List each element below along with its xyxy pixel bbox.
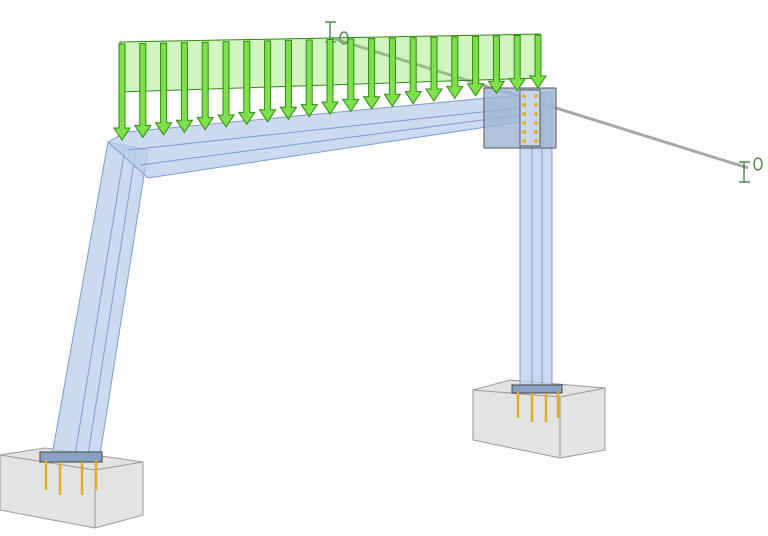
load-arrow [341, 38, 360, 113]
bolt [534, 121, 538, 125]
base-plate-right[interactable] [511, 384, 563, 394]
support-symbol-icon[interactable] [739, 157, 763, 183]
load-arrow [258, 40, 277, 123]
bolt [534, 130, 538, 134]
bolt [534, 139, 538, 143]
bolt [534, 112, 538, 116]
bolt [522, 94, 526, 98]
load-arrow [175, 42, 194, 134]
load-arrow [113, 43, 131, 141]
load-arrow [404, 37, 423, 105]
foundation-right[interactable] [472, 379, 606, 459]
distributed-load[interactable] [113, 33, 547, 141]
load-arrow [529, 34, 547, 89]
bolt-group [522, 94, 538, 143]
bolt [522, 112, 526, 116]
anchor-bolts [44, 392, 560, 495]
load-arrow [154, 42, 173, 136]
bolt [534, 103, 538, 107]
load-arrow [321, 39, 339, 115]
load-arrow [425, 36, 443, 102]
bolt [522, 103, 526, 107]
bolt [522, 130, 526, 134]
load-arrow [300, 39, 319, 118]
bolt [534, 94, 538, 98]
knee-connection[interactable] [483, 87, 557, 149]
bolt [522, 121, 526, 125]
base-plate-left[interactable] [39, 451, 103, 463]
load-arrow [508, 34, 527, 92]
load-arrow [362, 38, 381, 110]
load-arrow [133, 43, 152, 139]
load-arrow [279, 39, 298, 121]
load-arrow [487, 35, 506, 95]
load-arrow [383, 37, 402, 108]
load-arrow [196, 41, 215, 131]
load-arrow [237, 40, 256, 126]
load-arrow [466, 35, 485, 97]
load-arrow [217, 41, 235, 128]
bolt [522, 139, 526, 143]
column-left[interactable] [51, 141, 149, 456]
load-arrow [445, 36, 464, 100]
